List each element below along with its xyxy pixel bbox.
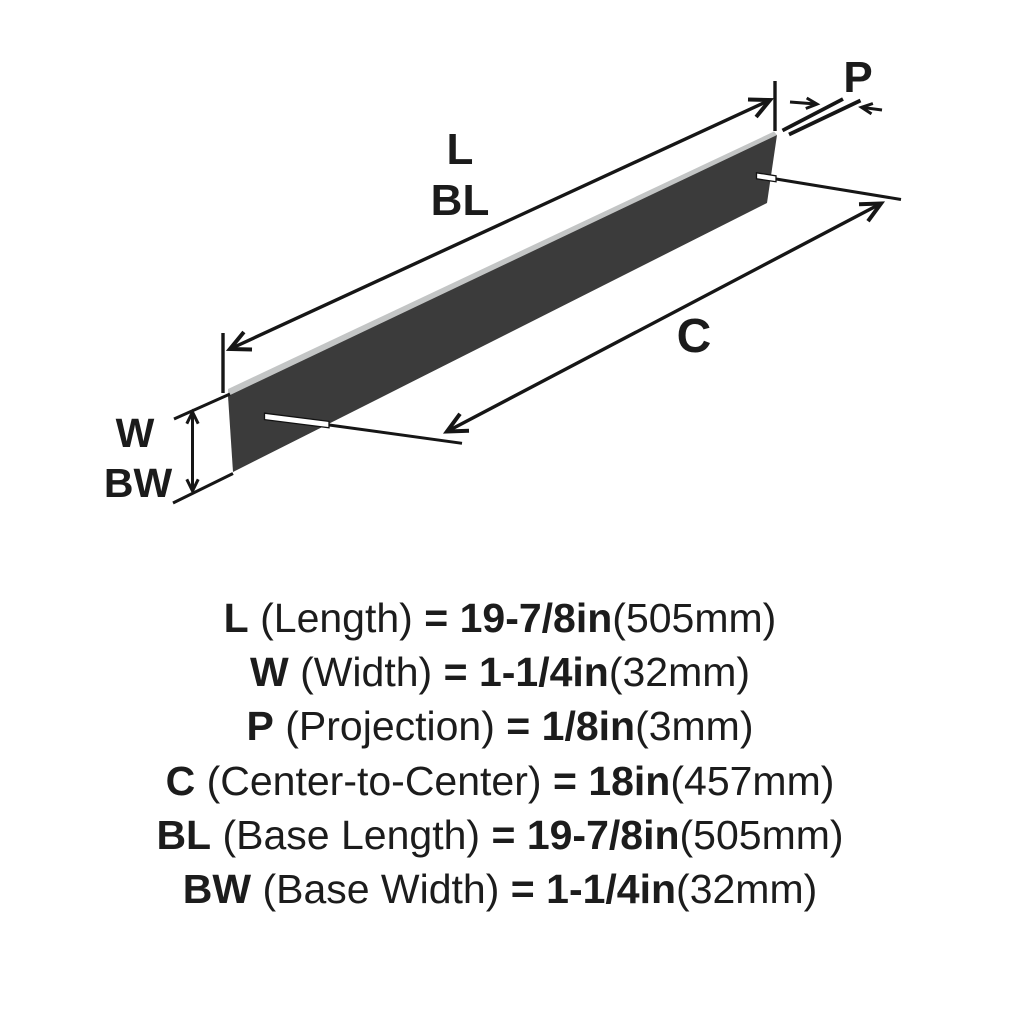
spec-value-imperial: 1-1/4in — [478, 649, 609, 696]
pull-bar-front-face — [228, 135, 777, 472]
arrowhead-projection-right-pointing — [805, 96, 821, 110]
spec-equals: = — [510, 866, 535, 913]
arrowhead-length-right — [747, 97, 775, 119]
spec-term: (Base Length) — [222, 811, 481, 858]
label-base-length: BL — [431, 176, 490, 225]
spec-code: BL — [156, 811, 212, 858]
spec-code: BW — [182, 866, 252, 913]
spec-row-width: W (Width) = 1-1/4in(32mm) — [0, 645, 1012, 699]
label-length: L — [447, 125, 474, 174]
spec-equals: = — [491, 811, 516, 858]
spec-value-metric: (3mm) — [635, 703, 754, 750]
projection-edge-line-2 — [788, 98, 862, 137]
spec-term: (Width) — [300, 649, 433, 696]
spec-equals: = — [443, 649, 468, 696]
mounting-slot-upper — [755, 172, 777, 183]
spec-equals: = — [424, 595, 449, 641]
dim-line-projection-left — [789, 100, 817, 106]
arrowhead-length-left — [225, 330, 253, 352]
arrowhead-width-bottom — [185, 478, 200, 495]
mounting-slot-lower — [263, 412, 330, 429]
spec-value-metric: (32mm) — [676, 866, 818, 913]
spec-code: P — [246, 703, 274, 750]
spec-equals: = — [552, 757, 577, 804]
arrowhead-center-lower — [442, 412, 470, 434]
spec-code: C — [165, 757, 196, 804]
arrowhead-projection-left-pointing — [858, 102, 874, 116]
spec-value-imperial: 1-1/4in — [546, 866, 677, 913]
spec-code: L — [223, 595, 249, 641]
arrowhead-width-top — [185, 408, 200, 425]
spec-value-imperial: 1/8in — [541, 703, 636, 750]
spec-term: (Length) — [260, 595, 413, 641]
spec-term: (Projection) — [285, 703, 495, 750]
pull-bar-top-face — [228, 131, 777, 396]
extension-line-width-lower — [172, 472, 234, 505]
spec-row-base-length: BL (Base Length) = 19-7/8in(505mm) — [0, 808, 1012, 862]
dim-line-center-to-center — [446, 201, 882, 434]
projection-edge-line-1 — [781, 97, 844, 133]
spec-row-length: L (Length) = 19-7/8in(505mm) — [0, 591, 1012, 645]
arrowhead-center-upper — [858, 201, 886, 223]
label-projection: P — [843, 53, 872, 102]
label-center-to-center: C — [677, 310, 712, 363]
label-width: W — [116, 410, 155, 456]
spec-value-imperial: 19-7/8in — [526, 811, 680, 858]
edge-pull-diagram: L BL P C W BW — [104, 53, 902, 506]
spec-value-metric: (505mm) — [612, 595, 777, 641]
spec-value-imperial: 19-7/8in — [459, 595, 613, 641]
spec-value-imperial: 18in — [588, 757, 671, 804]
spec-row-center-to-center: C (Center-to-Center) = 18in(457mm) — [0, 754, 1012, 808]
spec-row-projection: P (Projection) = 1/8in(3mm) — [0, 699, 1012, 753]
spec-term: (Base Width) — [262, 866, 500, 913]
spec-value-metric: (505mm) — [679, 811, 844, 858]
spec-term: (Center-to-Center) — [206, 757, 542, 804]
spec-list: L (Length) = 19-7/8in(505mm) W (Width) =… — [0, 591, 1012, 916]
dim-line-length — [229, 98, 771, 351]
label-base-width: BW — [104, 460, 173, 506]
spec-row-base-width: BW (Base Width) = 1-1/4in(32mm) — [0, 862, 1012, 916]
spec-value-metric: (457mm) — [670, 757, 835, 804]
spec-equals: = — [506, 703, 531, 750]
dim-line-projection-right — [861, 105, 883, 112]
spec-code: W — [249, 649, 289, 696]
spec-value-metric: (32mm) — [608, 649, 751, 696]
extension-line-center-upper — [769, 176, 902, 201]
extension-line-width-upper — [173, 392, 231, 421]
